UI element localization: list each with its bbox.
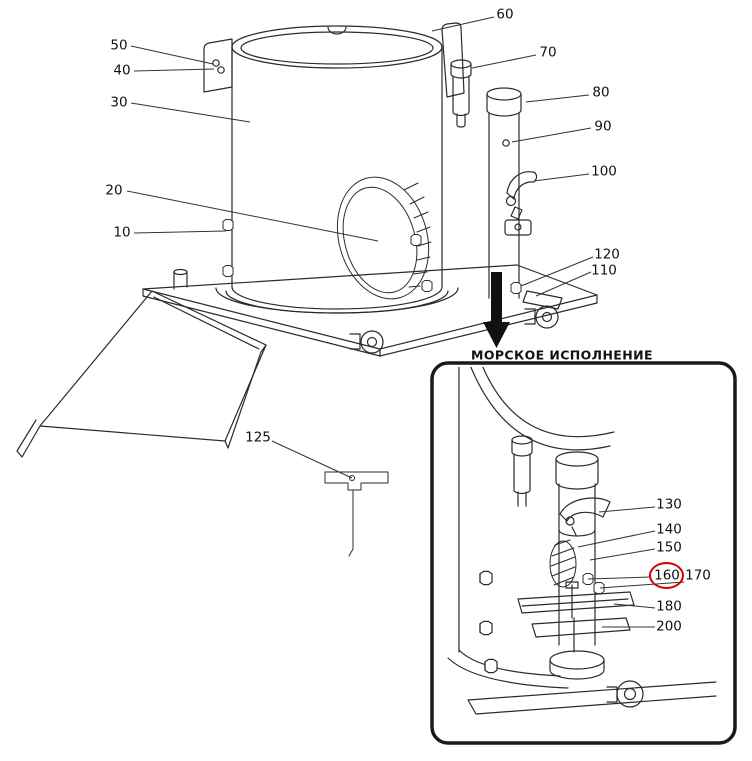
highlight-ring-160 <box>649 562 684 589</box>
base-fasteners <box>510 281 563 310</box>
callout-80: 80 <box>592 84 610 101</box>
callout-200: 200 <box>656 618 682 635</box>
callout-20: 20 <box>105 182 123 199</box>
inset-background <box>432 363 735 743</box>
callout-30: 30 <box>110 94 128 111</box>
inset-title: МОРСКОЕ ИСПОЛНЕНИЕ <box>471 347 653 363</box>
callout-160: 160 <box>654 567 680 584</box>
callout-170: 170 <box>685 567 711 584</box>
callout-150: 150 <box>656 539 682 556</box>
callout-125: 125 <box>245 429 271 446</box>
inset-border <box>430 361 737 745</box>
callout-100: 100 <box>591 163 617 180</box>
callout-130: 130 <box>656 496 682 513</box>
callout-120: 120 <box>594 246 620 263</box>
callout-70: 70 <box>539 44 557 61</box>
ramp <box>16 290 267 458</box>
small-cylinder-70 <box>450 59 472 128</box>
base-plate <box>142 264 598 357</box>
callout-140: 140 <box>656 521 682 538</box>
roller-right <box>524 305 559 329</box>
callout-60: 60 <box>496 6 514 23</box>
leader-lines-inset <box>577 506 685 628</box>
mount-bracket-left <box>203 38 233 93</box>
pin-bracket-125 <box>324 471 389 557</box>
mount-bracket-right <box>441 22 465 98</box>
wall-bolts <box>222 218 433 293</box>
callout-40: 40 <box>113 62 131 79</box>
callout-90: 90 <box>594 118 612 135</box>
callout-10: 10 <box>113 224 131 241</box>
roller-front <box>349 330 384 354</box>
handle-assembly <box>504 171 538 236</box>
inset-drawing <box>447 367 717 715</box>
leader-lines-main <box>126 16 594 479</box>
callout-110: 110 <box>591 262 617 279</box>
door-cutout <box>336 176 432 300</box>
main-cylinder <box>215 25 459 314</box>
callout-180: 180 <box>656 598 682 615</box>
detail-arrow <box>483 272 510 348</box>
callout-50: 50 <box>110 37 128 54</box>
